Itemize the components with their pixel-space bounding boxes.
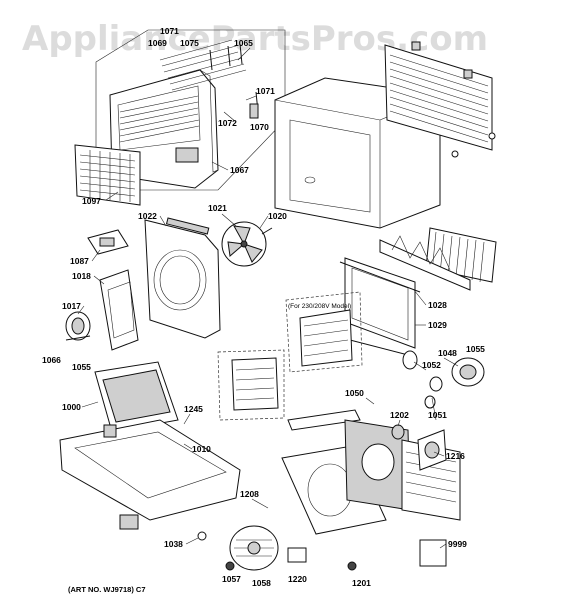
label-1216: 1216: [446, 451, 465, 461]
label-1070: 1070: [250, 122, 269, 132]
orifice-shroud-1022: [144, 217, 221, 339]
label-1071-b: 1071: [256, 86, 275, 96]
label-1038: 1038: [164, 539, 183, 549]
watermark: AppliancePartsPros.com: [22, 19, 488, 59]
label-1021: 1021: [208, 203, 227, 213]
label-1020: 1020: [268, 211, 287, 221]
scroll-1018: [99, 269, 139, 351]
part-labels: 1071 1069 1075 1065 1071 1072 1070 1067 …: [42, 26, 485, 588]
fan-blade-1021: [221, 221, 273, 267]
label-1029: 1029: [428, 320, 447, 330]
motor-1017: [65, 311, 91, 341]
model-note: (For 230/208V Model): [288, 303, 351, 310]
label-1000: 1000: [62, 402, 81, 412]
label-1018: 1018: [72, 271, 91, 281]
blower-wheel-1058: [229, 525, 279, 571]
heater-230v: [285, 291, 363, 373]
label-1071: 1071: [160, 26, 179, 36]
label-1208: 1208: [240, 489, 259, 499]
base-assembly: [59, 361, 241, 530]
motor-mount-1216: [417, 429, 447, 471]
label-1069: 1069: [148, 38, 167, 48]
label-9999: 9999: [448, 539, 467, 549]
label-1075: 1075: [180, 38, 199, 48]
label-1022: 1022: [138, 211, 157, 221]
label-1066: 1066: [42, 355, 61, 365]
leader-lines: [77, 47, 459, 549]
label-1058: 1058: [252, 578, 271, 588]
rear-grille: [384, 41, 496, 158]
label-1067: 1067: [230, 165, 249, 175]
label-1052: 1052: [422, 360, 441, 370]
label-1055: 1055: [72, 362, 91, 372]
label-1057: 1057: [222, 574, 241, 584]
label-1048: 1048: [438, 348, 457, 358]
label-1017: 1017: [62, 301, 81, 311]
label-1201: 1201: [352, 578, 371, 588]
label-1245: 1245: [184, 404, 203, 414]
label-1010: 1010: [192, 444, 211, 454]
label-1097: 1097: [82, 196, 101, 206]
label-1051: 1051: [428, 410, 447, 420]
small-parts-bottom: [197, 531, 447, 571]
bracket-1087: [87, 229, 129, 255]
fan-1202: [391, 424, 405, 440]
label-1202: 1202: [390, 410, 409, 420]
art-number: (ART NO. WJ9718) C7: [68, 585, 146, 594]
filter-1097: [74, 144, 141, 206]
label-1220: 1220: [288, 574, 307, 584]
capacitor-group: [402, 350, 485, 409]
label-1087: 1087: [70, 256, 89, 266]
label-1028: 1028: [428, 300, 447, 310]
condenser-coil-1028: [379, 227, 497, 291]
label-1065: 1065: [234, 38, 253, 48]
label-1072: 1072: [218, 118, 237, 128]
control-box: [217, 349, 285, 421]
label-1050: 1050: [345, 388, 364, 398]
label-1055-b: 1055: [466, 344, 485, 354]
partition-1029: [339, 257, 421, 357]
